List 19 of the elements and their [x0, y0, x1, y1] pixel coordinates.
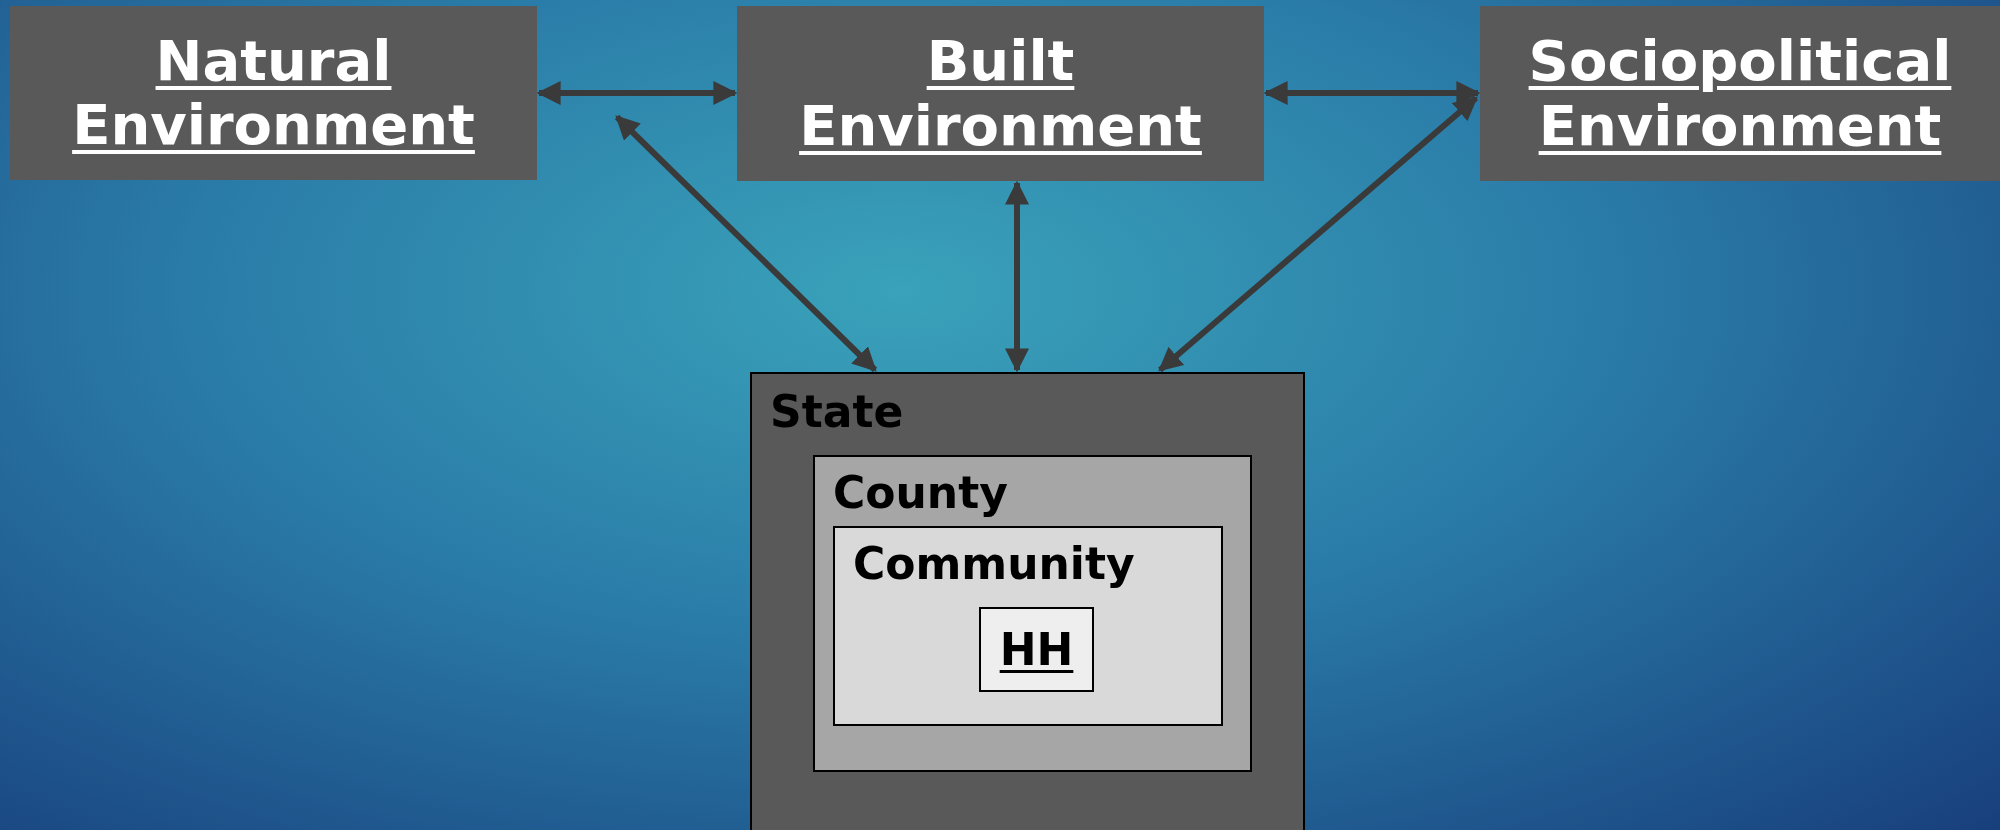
box-label: Natural Environment — [71, 28, 476, 158]
double-arrow — [1158, 95, 1478, 373]
double-arrow — [1005, 180, 1029, 373]
box-label: Sociopolitical Environment — [1527, 29, 1953, 158]
double-arrow — [614, 114, 878, 373]
box-label: County — [833, 471, 1008, 515]
category-box — [737, 6, 1264, 181]
category-box — [1480, 6, 2000, 181]
box-label: HH — [999, 627, 1074, 672]
level-box — [813, 455, 1252, 772]
category-box — [10, 6, 537, 180]
box-label: State — [770, 390, 904, 434]
level-box — [833, 526, 1223, 726]
double-arrow — [536, 81, 738, 105]
level-box — [750, 372, 1305, 830]
double-arrow — [1263, 81, 1481, 105]
box-label: Built Environment — [798, 29, 1203, 158]
level-box — [979, 607, 1094, 692]
box-label: Community — [853, 542, 1135, 586]
